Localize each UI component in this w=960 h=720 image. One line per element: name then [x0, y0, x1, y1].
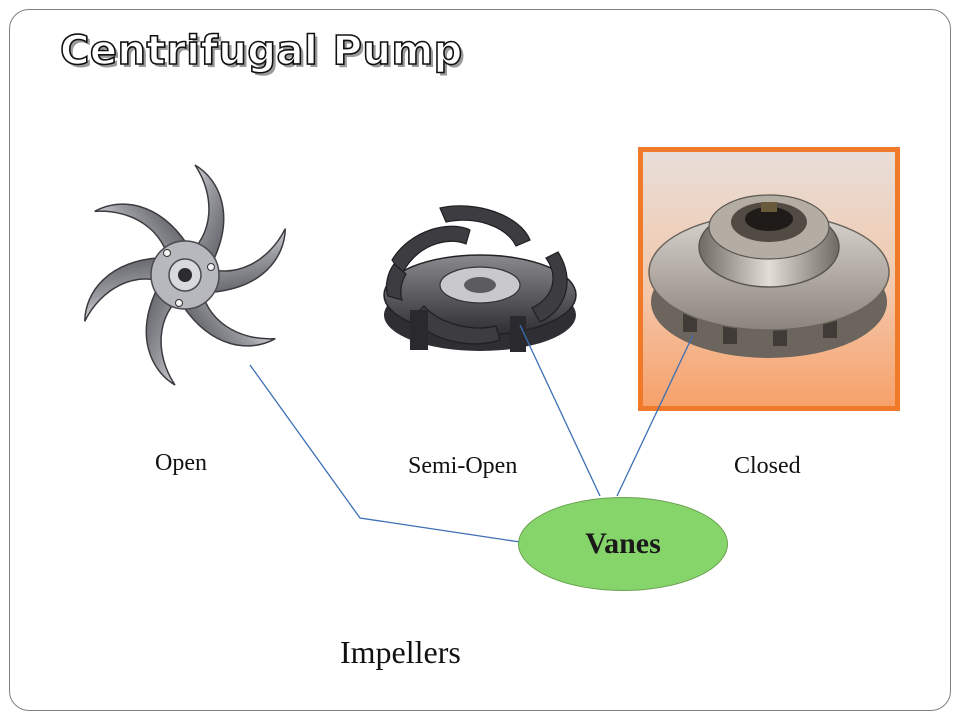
vanes-callout: Vanes	[518, 497, 728, 591]
slide-title: Centrifugal Pump	[59, 27, 463, 75]
semi-open-impeller-image	[383, 205, 577, 352]
impellers-caption: Impellers	[340, 634, 461, 670]
closed-impeller-highlight	[638, 147, 900, 411]
connector-open	[249, 364, 521, 543]
label-semi-open: Semi-Open	[408, 453, 518, 479]
connector-closed	[616, 334, 694, 497]
label-closed: Closed	[734, 453, 801, 479]
connector-semi-open	[519, 324, 601, 497]
label-open: Open	[155, 450, 207, 476]
closed-impeller-image	[648, 194, 890, 358]
open-impeller-image	[83, 164, 287, 386]
vanes-label: Vanes	[585, 527, 661, 560]
